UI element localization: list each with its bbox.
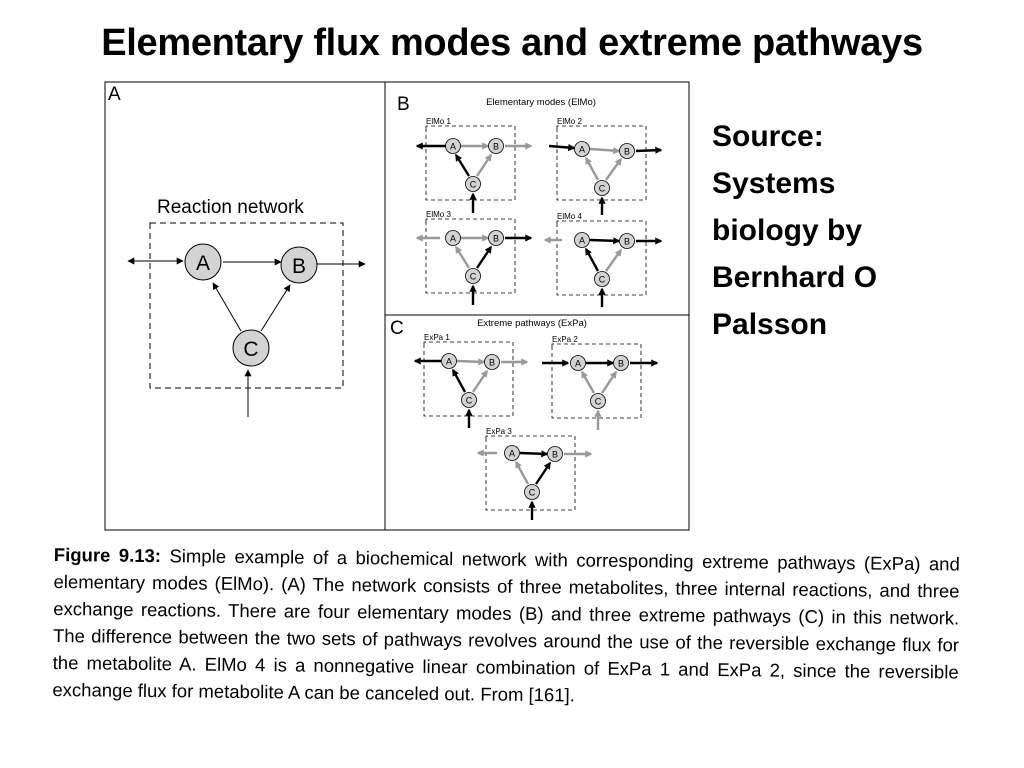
metabolite-node-b: B [280, 246, 318, 284]
svg-text:A: A [575, 359, 581, 369]
expa-3-label: ExPa 3 [486, 427, 512, 436]
elmo-4-label: ElMo 4 [557, 212, 582, 221]
panel-a-title: Reaction network [157, 197, 304, 218]
elmo-4-diagram: ElMo 4 A B C [543, 212, 663, 307]
panel-b: B Elementary modes (ElMo) ElMo 1 A B C E… [397, 94, 663, 307]
reaction-arrow-c-b [260, 284, 291, 332]
svg-text:C: C [466, 396, 473, 406]
expa-1-label: ExPa 1 [424, 333, 450, 342]
svg-text:B: B [624, 147, 630, 157]
panel-c-title: Extreme pathways (ExPa) [477, 318, 587, 329]
source-line: Systems [712, 167, 836, 200]
figure-diagram: A Reaction network A B C B Elementary mo… [104, 81, 690, 531]
panel-b-title: Elementary modes (ElMo) [486, 97, 596, 108]
source-attribution: Source: Systems biology by Bernhard O Pa… [712, 113, 1012, 348]
svg-text:C: C [529, 488, 536, 498]
elmo-2-label: ElMo 2 [557, 117, 582, 126]
expa-3-diagram: ExPa 3 A B C [476, 427, 593, 520]
metabolite-label-a: A [196, 252, 210, 275]
metabolite-label-c: C [243, 338, 258, 361]
panel-a: A Reaction network A B C [108, 84, 366, 417]
expa-2-label: ExPa 2 [552, 335, 578, 344]
panel-b-letter: B [397, 94, 410, 115]
svg-text:C: C [599, 184, 606, 194]
elmo-3-diagram: ElMo 3 A B C [415, 210, 533, 305]
reaction-arrow-c-a [212, 282, 242, 332]
svg-text:C: C [595, 397, 602, 407]
panel-c: C Extreme pathways (ExPa) ExPa 1 A B C E… [390, 318, 659, 520]
caption-text: Simple example of a biochemical network … [52, 545, 960, 706]
svg-text:B: B [618, 359, 624, 369]
svg-text:A: A [446, 357, 452, 367]
svg-text:A: A [450, 142, 456, 152]
elmo-3-label: ElMo 3 [426, 210, 451, 219]
elmo-1-diagram: ElMo 1 A B C [415, 117, 533, 213]
expa-1-diagram: ExPa 1 A B C [413, 333, 529, 428]
slide-title: Elementary flux modes and extreme pathwa… [101, 22, 923, 64]
source-line: biology by [712, 214, 862, 247]
svg-text:A: A [509, 449, 515, 459]
svg-text:A: A [450, 234, 456, 244]
caption-label: Figure 9.13: [53, 543, 162, 567]
svg-text:B: B [624, 237, 630, 247]
metabolite-node-c: C [232, 329, 270, 367]
metabolite-node-a: A [184, 243, 222, 281]
svg-text:B: B [489, 358, 495, 368]
svg-text:B: B [552, 450, 558, 460]
svg-text:B: B [493, 142, 499, 152]
svg-text:C: C [470, 180, 477, 190]
svg-text:C: C [599, 275, 606, 285]
source-line: Palsson [712, 308, 828, 341]
svg-text:B: B [493, 234, 499, 244]
svg-text:A: A [579, 236, 585, 246]
metabolite-label-b: B [292, 255, 306, 278]
source-line: Bernhard O [712, 261, 878, 294]
svg-text:A: A [579, 145, 585, 155]
expa-2-diagram: ExPa 2 A B C [542, 335, 659, 430]
network-boundary [149, 222, 344, 389]
elmo-2-diagram: ElMo 2 A B C [548, 117, 663, 215]
source-line: Source: [712, 120, 824, 153]
svg-text:C: C [470, 272, 477, 282]
elmo-1-label: ElMo 1 [426, 117, 451, 126]
panel-a-letter: A [108, 84, 121, 105]
figure-caption: Figure 9.13: Simple example of a biochem… [52, 541, 960, 712]
panel-c-letter: C [390, 318, 404, 339]
